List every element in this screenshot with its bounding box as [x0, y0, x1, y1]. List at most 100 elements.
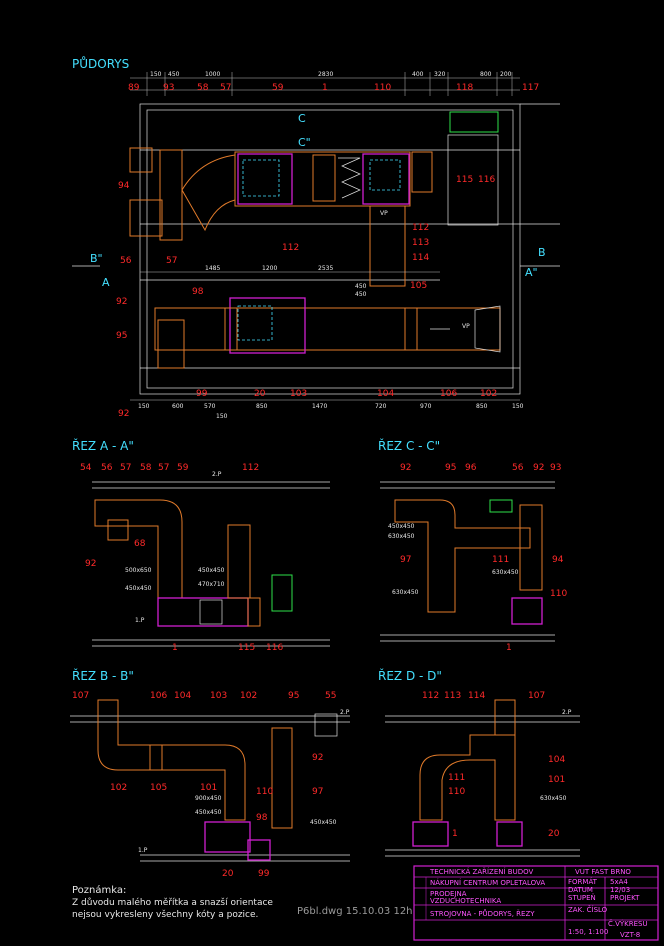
svg-text:C: C [298, 112, 306, 125]
bb-label-97: 97 [312, 787, 323, 797]
plan-label-58: 58 [197, 83, 209, 93]
tb-row2: NÁKUPNÍ CENTRUM OPLETALOVA [430, 878, 545, 887]
aa-label-59: 59 [177, 463, 189, 473]
dim-450-b: 450 [355, 291, 367, 298]
plan-label-92: 92 [116, 297, 127, 307]
cc-dim-2: 630x450 [492, 569, 519, 576]
plan-label-57: 57 [220, 83, 231, 93]
dim-bottom-1: 600 [172, 403, 184, 410]
aa-label-57b: 57 [158, 463, 169, 473]
aa-dim-1: 500x650 [125, 567, 152, 574]
dim-bottom-8: 850 [476, 403, 488, 410]
tb-row1: TECHNICKÁ ZAŘÍZENÍ BUDOV [429, 867, 533, 876]
bb-level-2p: 2.P [340, 709, 350, 716]
plan-label-93: 93 [163, 83, 174, 93]
cc-label-93: 93 [550, 463, 561, 473]
cc-dim-0: 450x450 [388, 523, 415, 530]
dd-label-107: 107 [528, 691, 545, 701]
bb-label-92: 92 [312, 753, 323, 763]
section-aa-drawing [92, 481, 330, 647]
dd-label-101: 101 [548, 775, 565, 785]
aa-dim-2: 450x450 [198, 567, 225, 574]
cc-label-111: 111 [492, 555, 509, 565]
cc-dim-3: 630x450 [392, 589, 419, 596]
plan-label-104: 104 [377, 389, 394, 399]
plan-label-59: 59 [272, 83, 284, 93]
cc-label-56: 56 [512, 463, 524, 473]
tb-meta-val-2: PROJEKT [610, 894, 640, 902]
plan-label-57b: 57 [166, 256, 177, 266]
plan-label-98: 98 [192, 287, 204, 297]
bb-label-104: 104 [174, 691, 191, 701]
bb-dim-2: 450x450 [310, 819, 337, 826]
aa-level-2p: 2.P [212, 471, 222, 478]
plan-label-99: 99 [196, 389, 208, 399]
dd-label-114: 114 [468, 691, 485, 701]
tb-meta-val-1: 12/03 [610, 886, 630, 894]
dd-label-113: 113 [444, 691, 461, 701]
section-cc-title: ŘEZ C - C" [378, 438, 440, 453]
section-bb-title: ŘEZ B - B" [72, 668, 134, 683]
tb-row3: PRODEJNA [430, 890, 467, 898]
dim-400-top: 400 [412, 71, 424, 78]
dim-bottom-2: 570 [204, 403, 216, 410]
aa-label-92: 92 [85, 559, 96, 569]
bb-label-55: 55 [325, 691, 336, 701]
plan-label-92b: 92 [118, 409, 129, 419]
aa-label-68: 68 [134, 539, 146, 549]
section-cc-drawing [380, 481, 555, 642]
aa-level-1p: 1.P [135, 617, 145, 624]
dim-bottom-5: 1470 [312, 403, 327, 410]
cc-label-96: 96 [465, 463, 477, 473]
plan-label-112b: 112 [412, 223, 429, 233]
title-block [413, 865, 659, 941]
aa-dim-4: 450x450 [125, 585, 152, 592]
tb-sheet: VZT-8 [620, 931, 640, 939]
aa-label-56: 56 [101, 463, 113, 473]
cc-label-94: 94 [552, 555, 564, 565]
bb-label-103: 103 [210, 691, 227, 701]
plan-title: PŮDORYS [72, 56, 129, 71]
dim-bottom-3: 850 [256, 403, 268, 410]
plan-top-dimension-line [130, 72, 520, 96]
dim-800-top: 800 [480, 71, 492, 78]
plan-label-112: 112 [282, 243, 299, 253]
bb-label-95: 95 [288, 691, 299, 701]
bb-label-101: 101 [200, 783, 217, 793]
cc-label-110: 110 [550, 589, 567, 599]
plan-section-marks: B" A B A" C C" [72, 112, 560, 289]
cc-label-92b: 92 [533, 463, 544, 473]
dd-label-110: 110 [448, 787, 465, 797]
tb-sheet-label: Č.VÝKRESU [608, 919, 648, 928]
plan-label-116: 116 [478, 175, 495, 185]
dim-bottom-0: 150 [138, 403, 150, 410]
bb-label-110: 110 [256, 787, 273, 797]
svg-text:B": B" [90, 252, 103, 265]
tb-row1-right: VUT FAST BRNO [575, 868, 631, 876]
dim-450-a: 450 [355, 283, 367, 290]
aa-dim-3: 470x710 [198, 581, 225, 588]
aa-label-54: 54 [80, 463, 92, 473]
aa-label-112: 112 [242, 463, 259, 473]
plan-walls [139, 103, 560, 395]
note-title: Poznámka: [72, 884, 126, 896]
dim-1000-top: 1000 [205, 71, 220, 78]
dd-label-112: 112 [422, 691, 439, 701]
svg-text:C": C" [298, 136, 311, 149]
aa-label-1: 1 [172, 643, 178, 653]
note-line1: Z důvodu malého měřítka a snazší orienta… [72, 897, 273, 908]
tb-meta-1: DATUM [568, 886, 593, 894]
dim-2830-top: 2830 [318, 71, 333, 78]
dim-150-top: 150 [150, 71, 162, 78]
dim-450-top: 450 [168, 71, 180, 78]
section-aa-title: ŘEZ A - A" [72, 438, 134, 453]
svg-text:A": A" [525, 266, 538, 279]
cc-label-92: 92 [400, 463, 411, 473]
tb-scale: 1:50, 1:100 [568, 928, 608, 936]
plan-label-117: 117 [522, 83, 539, 93]
dd-label-111: 111 [448, 773, 465, 783]
cc-label-95: 95 [445, 463, 456, 473]
plan-label-1: 1 [322, 83, 328, 93]
bb-dim-1: 450x450 [195, 809, 222, 816]
